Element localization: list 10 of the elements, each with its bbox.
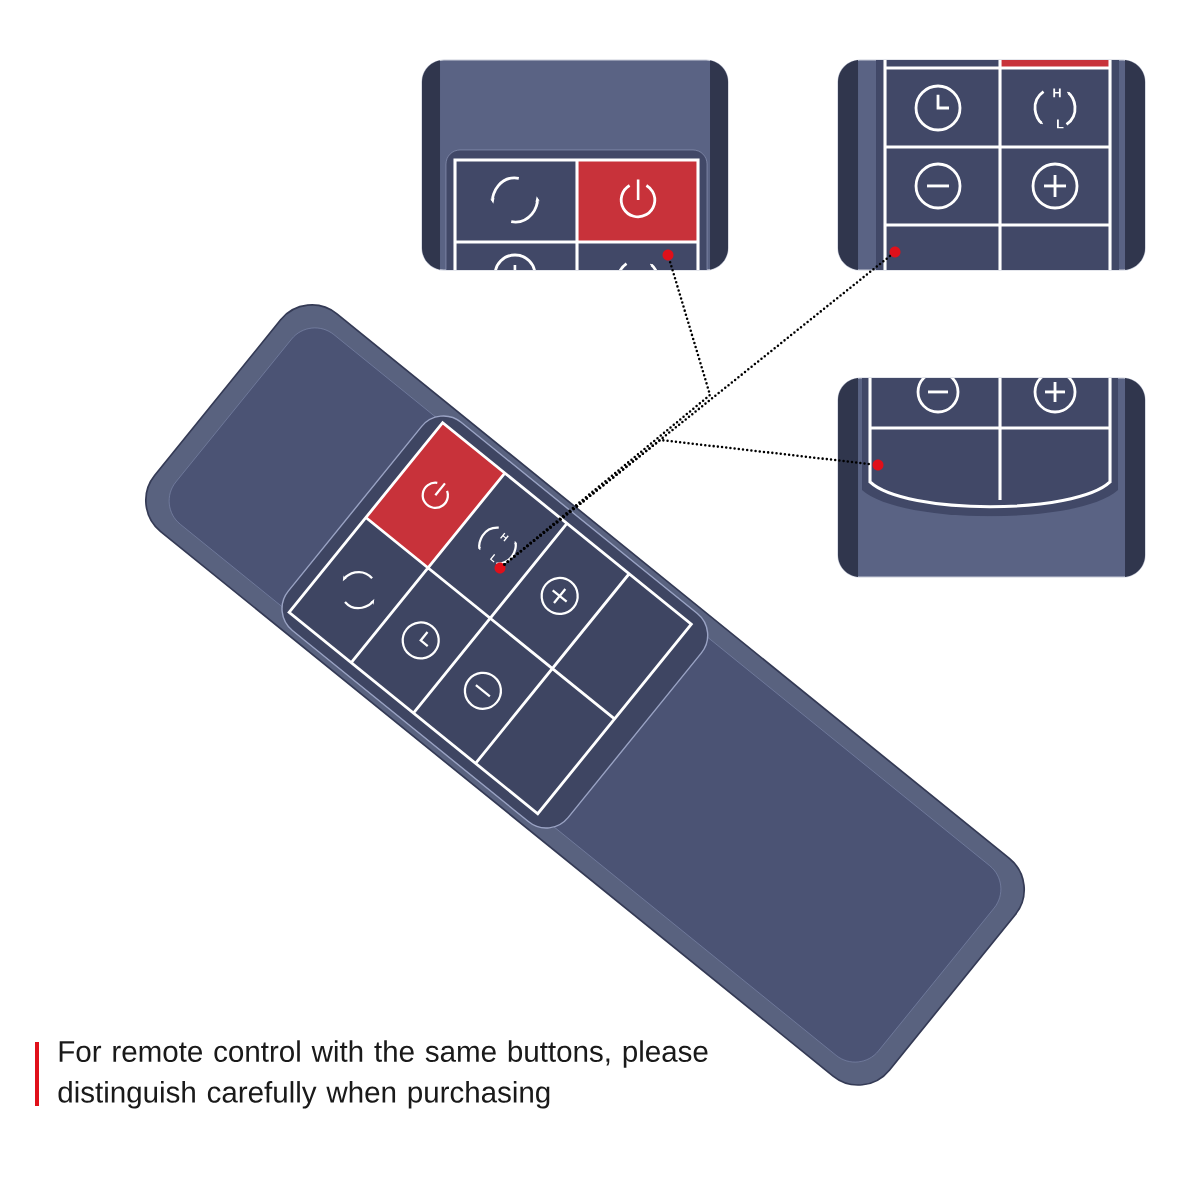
caption-text: For remote control with the same buttons, please distinguish carefully when purchasing: [58, 1040, 708, 1109]
close-up-drawing: [837, 377, 1146, 578]
icon-letter: H: [500, 532, 509, 542]
icon-letter: L: [489, 554, 496, 563]
leader-line: [503, 259, 712, 566]
icon-letter: L: [1057, 119, 1064, 129]
close-up-drawing: [837, 59, 1146, 271]
icon-letter: H: [1053, 88, 1061, 98]
close-up-drawing: [421, 59, 729, 271]
remote-control-drawing: [287, 420, 694, 816]
